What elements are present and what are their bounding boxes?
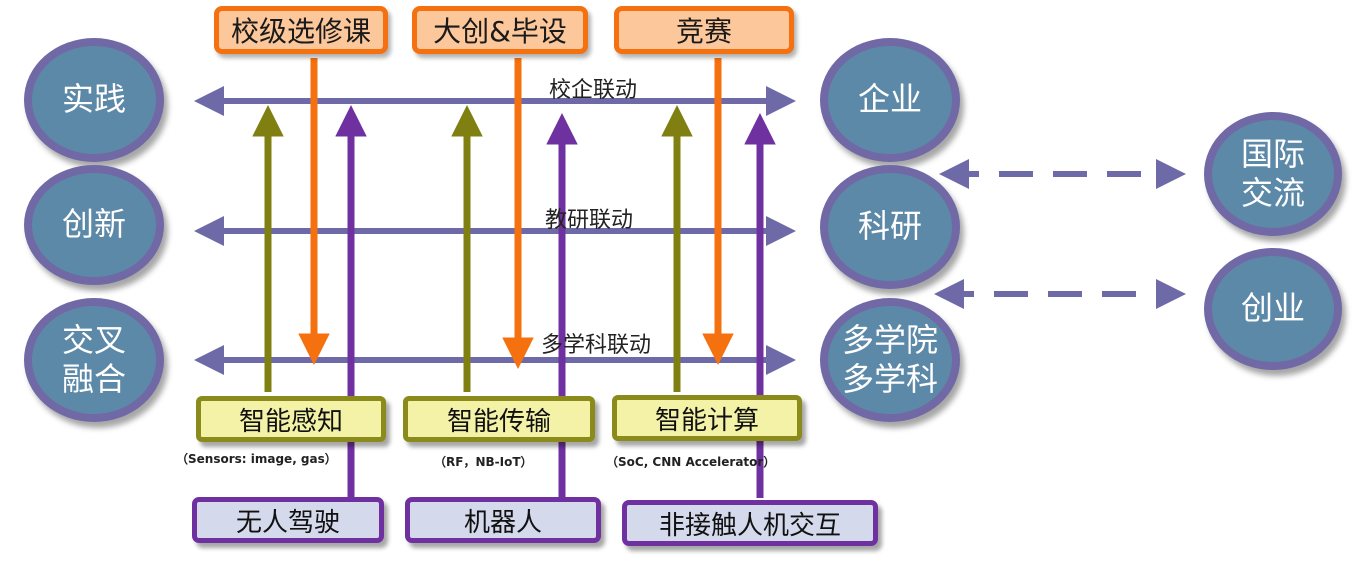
note-sensing: （Sensors: image, gas） [176, 452, 337, 466]
circle-interdisciplinary: 交叉 融合 [24, 298, 164, 422]
box-project-thesis: 大创&毕设 [412, 6, 588, 54]
circle-international: 国际 交流 [1204, 112, 1342, 236]
box-autonomous-driving: 无人驾驶 [192, 497, 384, 543]
box-elective-course: 校级选修课 [214, 6, 388, 54]
box-smart-computing: 智能计算 [612, 395, 802, 441]
axis-label-school-enterprise: 校企联动 [549, 78, 638, 103]
circle-startup: 创业 [1204, 248, 1342, 370]
circle-practice: 实践 [24, 38, 164, 162]
box-smart-sensing: 智能感知 [196, 396, 386, 442]
circle-multi-college: 多学院 多学科 [820, 298, 960, 422]
circle-innovation: 创新 [24, 165, 164, 285]
note-computing: （SoC, CNN Accelerator） [606, 455, 776, 469]
circle-research: 科研 [820, 165, 960, 289]
circle-enterprise: 企业 [820, 38, 960, 162]
box-robot: 机器人 [405, 497, 601, 543]
axis-label-multidiscipline: 多学科联动 [541, 333, 652, 358]
box-smart-transmission: 智能传输 [403, 396, 595, 442]
box-competition: 竞赛 [614, 6, 794, 54]
axis-label-teaching-research: 教研联动 [545, 208, 634, 233]
note-transmission: （RF，NB-IoT） [434, 455, 533, 469]
box-contactless-hci: 非接触人机交互 [622, 500, 878, 546]
